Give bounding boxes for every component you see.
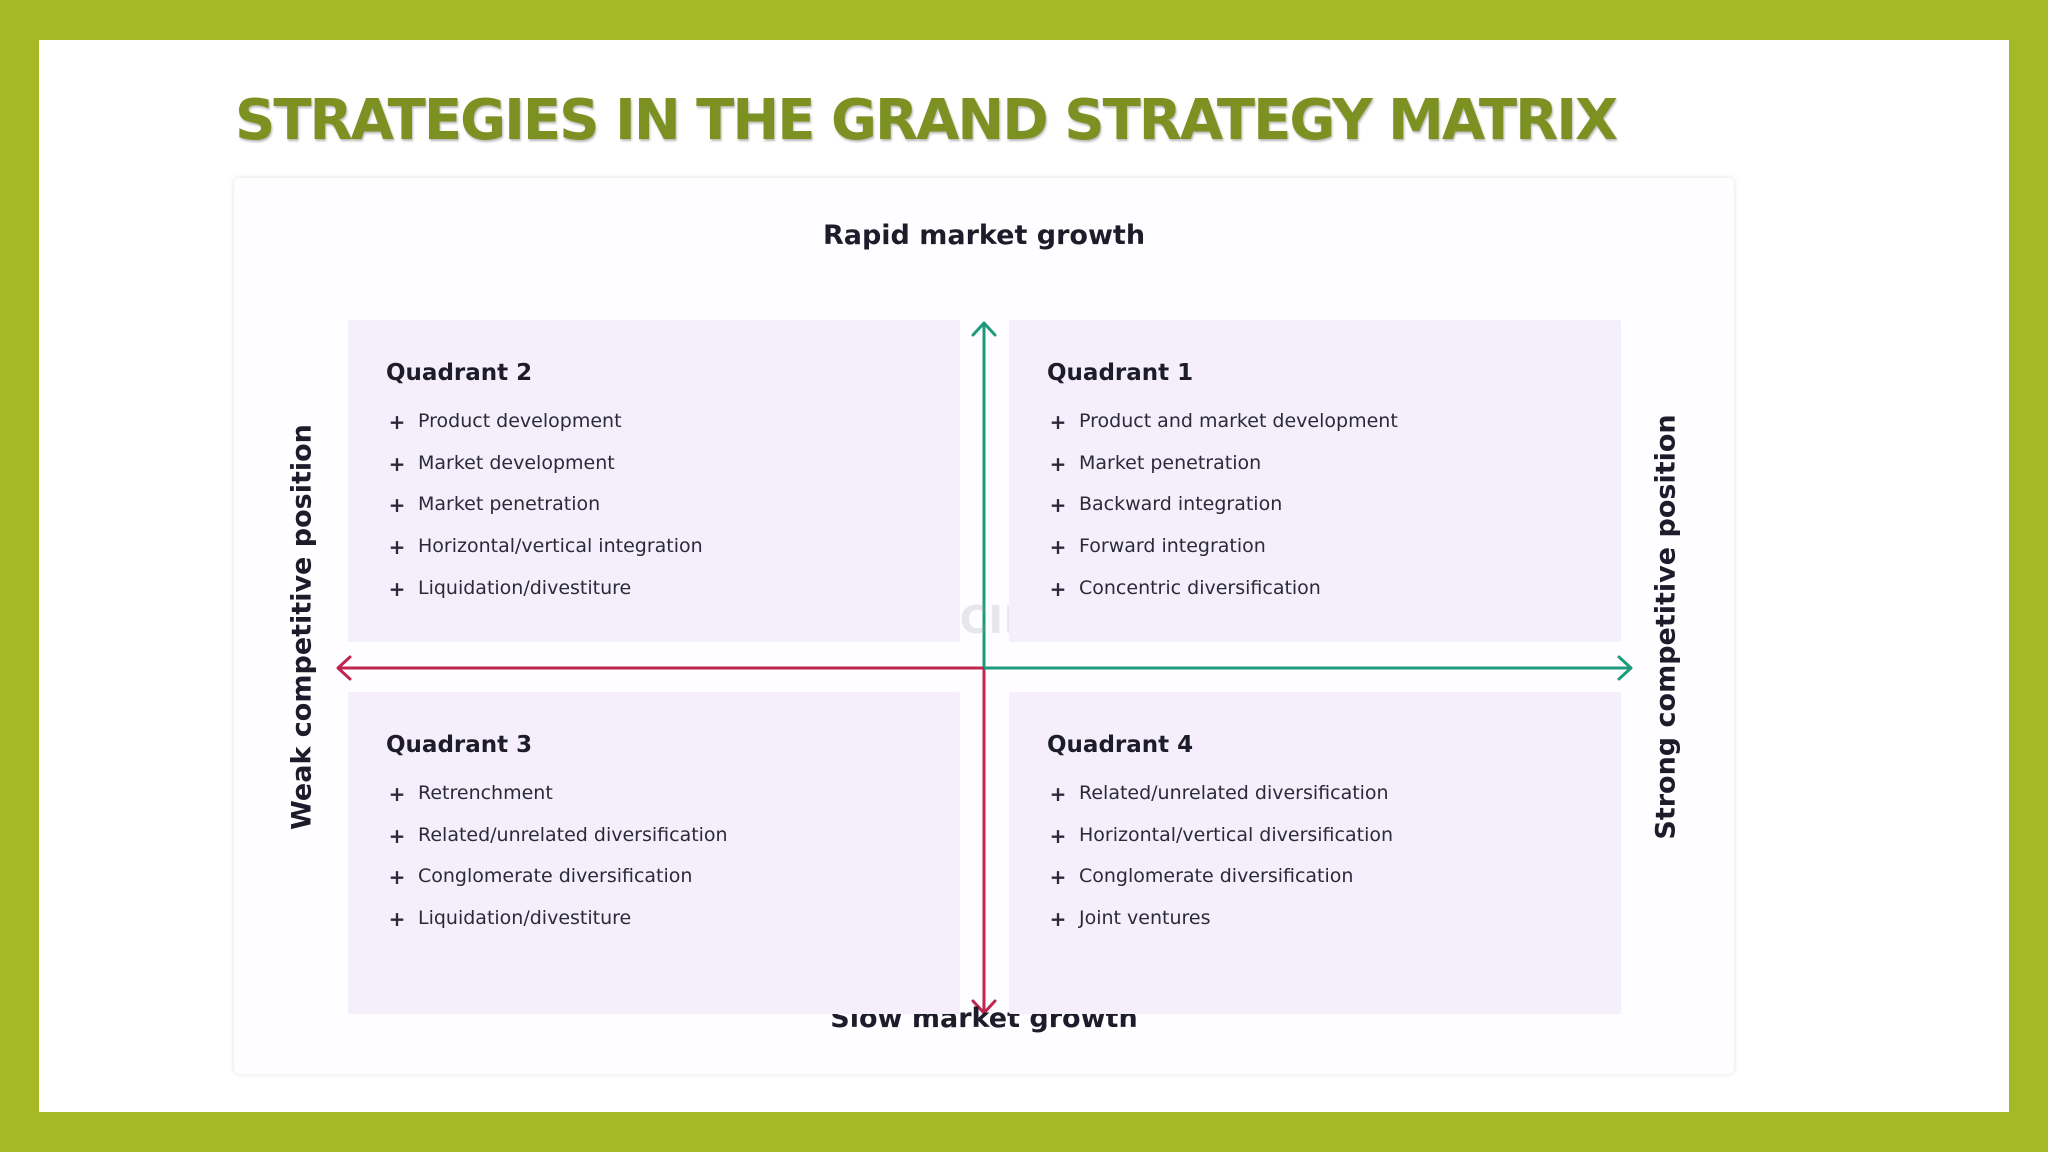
list-item: + Conglomerate diversification <box>386 865 728 907</box>
strategy-label: Liquidation/divestiture <box>418 907 632 930</box>
strategy-label: Forward integration <box>1079 535 1266 558</box>
down-arrow-head <box>971 999 997 1015</box>
strategy-list: + Product and market development + Market … <box>1047 410 1398 618</box>
quadrant-2: Quadrant 2 + Product development + Market … <box>348 320 960 642</box>
plus-icon: + <box>388 865 406 890</box>
plus-icon: + <box>388 576 406 601</box>
right-axis-label: Strong competitive position <box>1650 414 1682 840</box>
strategy-label: Market development <box>418 451 615 474</box>
quadrant-title: Quadrant 2 <box>386 360 533 386</box>
list-item: + Liquidation/divestiture <box>386 577 703 619</box>
plus-icon: + <box>388 782 406 806</box>
plus-icon: + <box>388 907 406 932</box>
list-item: + Retrenchment <box>386 782 728 824</box>
slide: STRATEGIES IN THE GRAND STRATEGY MATRIX … <box>39 40 2009 1112</box>
list-item: + Concentric diversification <box>1047 577 1398 619</box>
list-item: + Horizontal/vertical diversification <box>1047 824 1393 866</box>
plus-icon: + <box>1049 823 1067 848</box>
strategy-list: + Product development + Market development… <box>386 410 703 618</box>
plus-icon: + <box>1049 535 1067 560</box>
slide-title: STRATEGIES IN THE GRAND STRATEGY MATRIX <box>235 88 1618 153</box>
left-arrow-head <box>336 655 352 681</box>
right-arrow-head <box>1617 655 1633 681</box>
list-item: + Product and market development <box>1047 410 1398 452</box>
plus-icon: + <box>1049 493 1067 518</box>
quadrant-1: Quadrant 1 + Product and market developme… <box>1009 320 1621 642</box>
list-item: + Conglomerate diversification <box>1047 865 1393 907</box>
quadrant-title: Quadrant 4 <box>1047 732 1194 758</box>
plus-icon: + <box>1049 865 1067 890</box>
matrix-card: LUCIDITY Rapid market growth Slow market… <box>234 178 1734 1074</box>
list-item: + Market development <box>386 452 703 494</box>
left-axis-label: Weak competitive position <box>286 424 318 830</box>
list-item: + Joint ventures <box>1047 907 1393 949</box>
strategy-label: Related/unrelated diversification <box>418 823 728 846</box>
quadrant-4: Quadrant 4 + Related/unrelated diversific… <box>1009 692 1621 1014</box>
strategy-label: Retrenchment <box>418 782 553 804</box>
plus-icon: + <box>388 493 406 518</box>
list-item: + Market penetration <box>1047 452 1398 494</box>
list-item: + Forward integration <box>1047 535 1398 577</box>
list-item: + Backward integration <box>1047 493 1398 535</box>
strategy-label: Product and market development <box>1079 410 1398 432</box>
strategy-list: + Related/unrelated diversification + Hori… <box>1047 782 1393 949</box>
up-arrow-head <box>971 321 997 337</box>
quadrant-title: Quadrant 3 <box>386 732 533 758</box>
top-axis-label: Rapid market growth <box>822 220 1146 251</box>
strategy-label: Joint ventures <box>1079 907 1211 930</box>
list-item: + Horizontal/vertical integration <box>386 535 703 577</box>
quadrant-title: Quadrant 1 <box>1047 360 1194 386</box>
plus-icon: + <box>388 451 406 476</box>
quadrant-3: Quadrant 3 + Retrenchment + Related/unrela… <box>348 692 960 1014</box>
list-item: + Related/unrelated diversification <box>386 824 728 866</box>
strategy-label: Product development <box>418 410 622 432</box>
plus-icon: + <box>388 535 406 560</box>
strategy-label: Liquidation/divestiture <box>418 576 632 599</box>
strategy-label: Related/unrelated diversification <box>1079 782 1389 804</box>
strategy-list: + Retrenchment + Related/unrelated diversi… <box>386 782 728 949</box>
plus-icon: + <box>1049 576 1067 601</box>
list-item: + Related/unrelated diversification <box>1047 782 1393 824</box>
list-item: + Product development <box>386 410 703 452</box>
plus-icon: + <box>1049 907 1067 932</box>
list-item: + Market penetration <box>386 493 703 535</box>
strategy-label: Conglomerate diversification <box>1079 865 1354 888</box>
list-item: + Liquidation/divestiture <box>386 907 728 949</box>
strategy-label: Backward integration <box>1079 493 1283 516</box>
matrix-axes <box>336 321 1633 1015</box>
strategy-label: Market penetration <box>418 493 601 516</box>
plus-icon: + <box>388 823 406 848</box>
strategy-label: Conglomerate diversification <box>418 865 693 888</box>
strategy-label: Horizontal/vertical integration <box>418 535 703 558</box>
strategy-label: Market penetration <box>1079 451 1262 474</box>
plus-icon: + <box>388 410 406 434</box>
plus-icon: + <box>1049 410 1067 434</box>
strategy-label: Horizontal/vertical diversification <box>1079 823 1394 846</box>
strategy-label: Concentric diversification <box>1079 576 1321 599</box>
plus-icon: + <box>1049 782 1067 806</box>
plus-icon: + <box>1049 451 1067 476</box>
